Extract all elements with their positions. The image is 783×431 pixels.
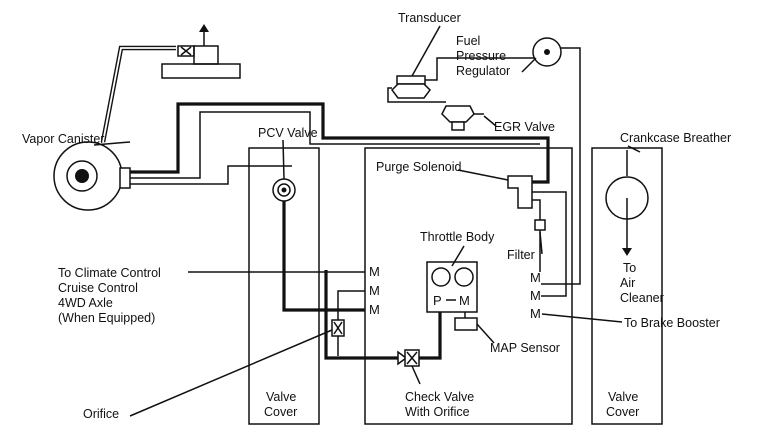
manifold-port-4: M — [530, 270, 541, 285]
manifold-port-1: M — [369, 264, 380, 279]
intake-manifold-box — [364, 147, 573, 425]
vapor-canister — [53, 141, 131, 211]
manifold-port-group-left: M M M — [369, 264, 380, 317]
orifice-to-check-valve-hose — [324, 270, 398, 360]
label-throttle-body: Throttle Body — [420, 230, 495, 244]
label-filter: Filter — [507, 248, 535, 262]
check-valve — [397, 349, 420, 367]
label-to-air-cleaner: To Air Cleaner — [620, 261, 664, 305]
label-map-sensor: MAP Sensor — [490, 341, 560, 355]
label-orifice: Orifice — [83, 407, 119, 421]
label-check-valve: Check Valve With Orifice — [405, 390, 478, 419]
manifold-port-group-right: M M M — [530, 270, 541, 321]
manifold-port-5: M — [530, 288, 541, 303]
manifold-port-2: M — [369, 283, 380, 298]
throttle-port-m: M — [459, 293, 470, 308]
label-egr-valve: EGR Valve — [494, 120, 555, 134]
label-vapor-canister: Vapor Canister — [22, 132, 104, 146]
crankcase-breather — [605, 150, 649, 256]
fuel-pressure-regulator — [532, 37, 562, 67]
pcv-valve — [272, 178, 296, 202]
manifold-port-6: M — [530, 306, 541, 321]
egr-valve — [441, 105, 475, 131]
label-transducer: Transducer — [398, 11, 461, 25]
label-fuel-pressure-regulator: Fuel Pressure Regulator — [456, 34, 510, 78]
air-intake-fitting — [161, 24, 241, 79]
canister-purge-hose — [130, 102, 550, 184]
label-purge-solenoid: Purge Solenoid — [376, 160, 462, 174]
transducer — [391, 75, 431, 99]
throttle-port-p: P — [433, 293, 442, 308]
label-pcv-valve: PCV Valve — [258, 126, 318, 140]
valve-cover-left-box — [248, 147, 320, 425]
label-valve-cover-left: Valve Cover — [264, 390, 300, 419]
purge-solenoid — [507, 175, 533, 209]
canister-to-intake-hose — [100, 45, 176, 143]
label-to-brake-booster: To Brake Booster — [624, 316, 720, 330]
filter — [534, 219, 546, 231]
orifice — [331, 319, 345, 337]
map-sensor — [454, 317, 478, 331]
throttle-body: P M — [426, 261, 478, 313]
manifold-port-3: M — [369, 302, 380, 317]
valve-cover-right-box — [591, 147, 663, 425]
label-to-climate-control: To Climate Control Cruise Control 4WD Ax… — [58, 266, 164, 325]
label-crankcase-breather: Crankcase Breather — [620, 131, 731, 145]
label-valve-cover-right: Valve Cover — [606, 390, 642, 419]
canister-pcv-hose — [130, 165, 292, 185]
